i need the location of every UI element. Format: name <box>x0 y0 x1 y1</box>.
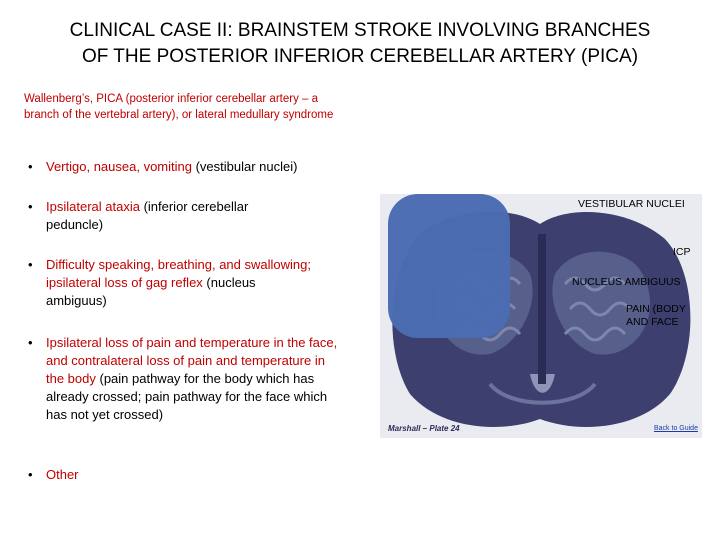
back-to-guide-link[interactable]: Back to Guide <box>654 425 698 432</box>
bullet-symptom: Vertigo, nausea, vomiting <box>46 159 192 174</box>
title-line-1: CLINICAL CASE II: BRAINSTEM STROKE INVOL… <box>69 20 651 41</box>
bullet-dot: • <box>28 159 33 174</box>
bullet-structure: (pain pathway for the body which has alr… <box>46 371 328 422</box>
bullet-dot: • <box>28 199 33 214</box>
bullet-structure: (vestibular nuclei) <box>191 159 298 174</box>
bullet-symptom: Ipsilateral ataxia <box>46 199 140 214</box>
title-line-2: OF THE POSTERIOR INFERIOR CEREBELLAR ART… <box>81 46 639 67</box>
image-caption: Marshall – Plate 24 <box>388 424 460 433</box>
bullet-structure: (inferior cerebellar peduncle) <box>46 199 249 232</box>
slide-title: CLINICAL CASE II: BRAINSTEM STROKE INVOL… <box>30 18 690 70</box>
label-vestibular-nuclei: VESTIBULAR NUCLEI <box>578 198 685 210</box>
intro-text: Wallenberg’s, PICA (posterior inferior c… <box>24 93 334 121</box>
bullet-symptom: Difficulty speaking, breathing, and swal… <box>46 257 311 290</box>
label-icp: ICP <box>673 246 691 258</box>
bullet-dot: • <box>28 257 33 272</box>
label-pain-body-face: PAIN (BODY AND FACE <box>626 303 686 328</box>
label-nucleus-ambiguus: NUCLEUS AMBIGUUS <box>572 276 681 288</box>
lesion-overlay <box>388 194 510 338</box>
bullet-dot: • <box>28 467 33 482</box>
bullet-structure: (nucleus ambiguus) <box>46 275 256 308</box>
bullet-symptom: Other <box>46 467 79 482</box>
bullet-dot: • <box>28 335 33 350</box>
bullet-symptom: Ipsilateral loss of pain and temperature… <box>46 335 338 386</box>
